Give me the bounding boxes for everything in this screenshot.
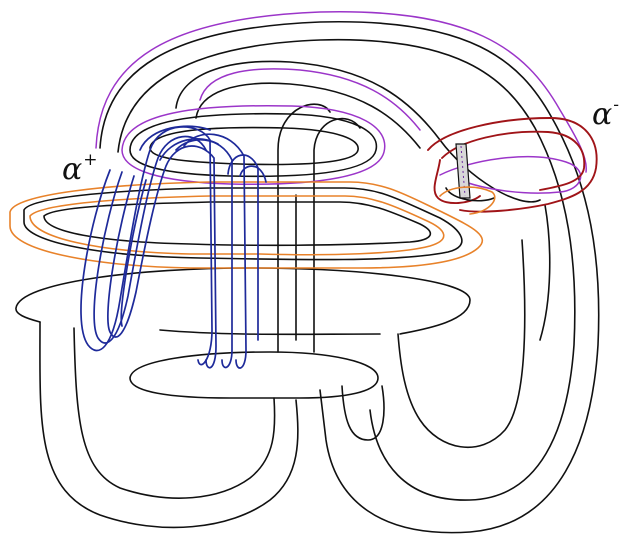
purple-inner xyxy=(200,69,420,130)
alpha-minus-sup: - xyxy=(613,95,619,115)
middle-band-inner xyxy=(44,202,430,245)
right-link xyxy=(540,205,550,340)
small-disk xyxy=(130,352,378,398)
alpha-plus-label: α+ xyxy=(62,152,98,185)
purple-curve xyxy=(96,12,586,193)
right-u xyxy=(398,240,525,447)
alpha-minus-symbol: α xyxy=(592,97,612,132)
alpha-plus-sup: + xyxy=(83,150,97,170)
blue-1 xyxy=(81,127,212,365)
knot-strands xyxy=(16,22,599,533)
purple-top-ellipse xyxy=(122,106,385,185)
middle-band-outer xyxy=(24,188,462,260)
arch-right xyxy=(314,119,360,352)
alpha-minus-label: α- xyxy=(592,97,619,130)
inner-hook xyxy=(176,61,540,201)
alpha-plus-symbol: α xyxy=(62,152,82,187)
arch-left xyxy=(278,104,330,352)
left-u-inner xyxy=(74,328,275,498)
